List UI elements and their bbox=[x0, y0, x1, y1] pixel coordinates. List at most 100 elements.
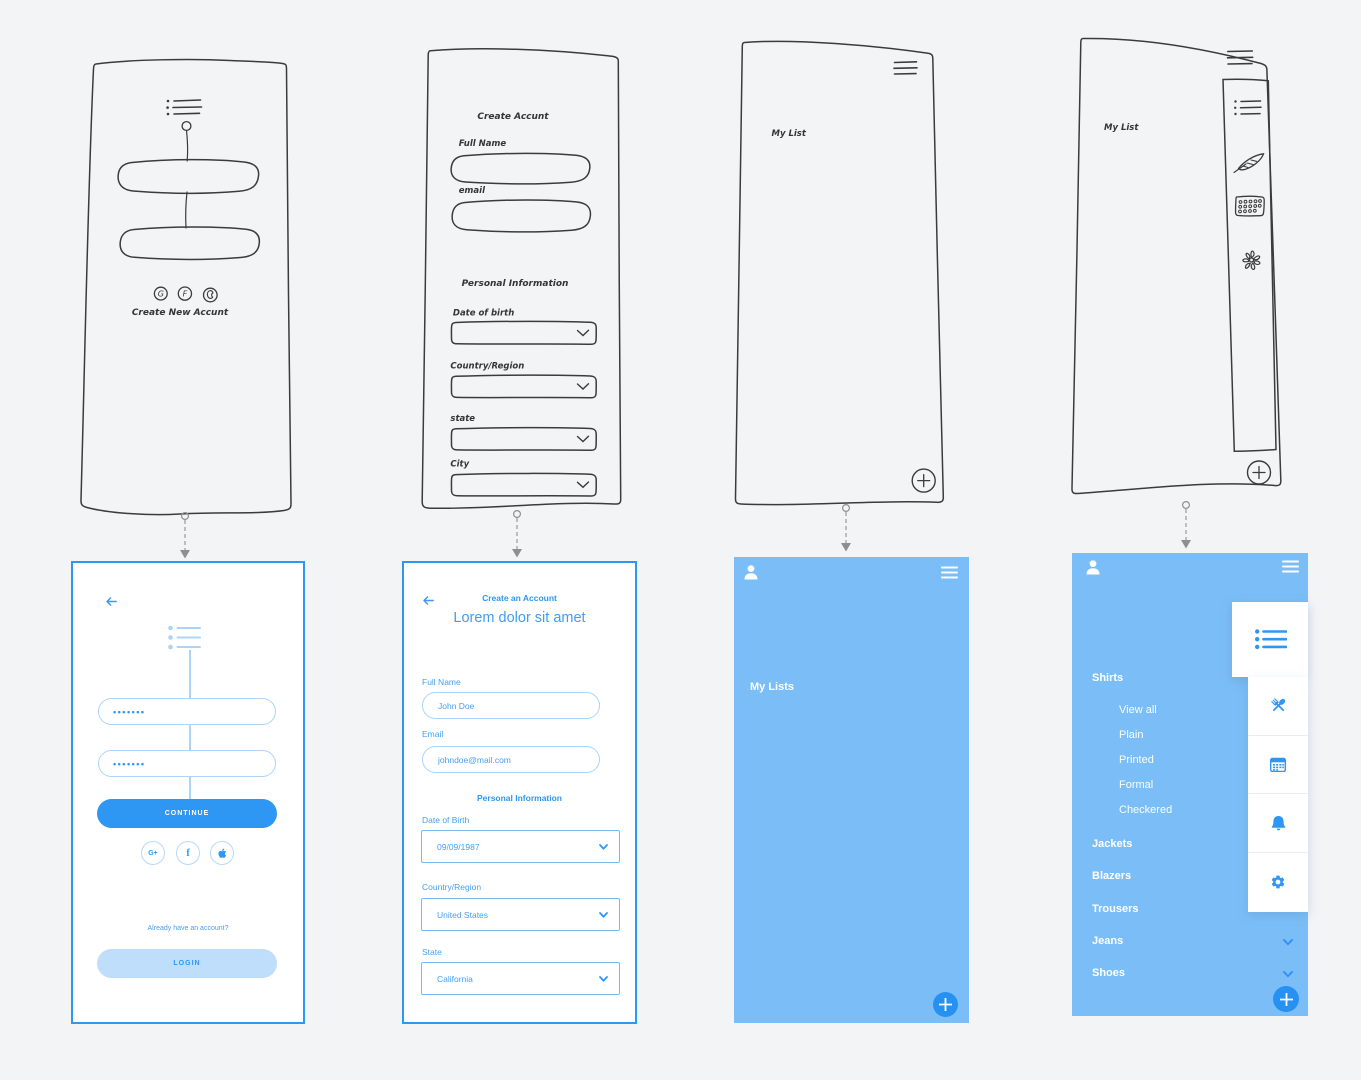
sketch-section-title: Personal Information bbox=[462, 279, 569, 289]
connector-line-2 bbox=[189, 725, 191, 750]
menu-item-plain[interactable]: Plain bbox=[1119, 729, 1144, 741]
sketch-apple-circle bbox=[202, 287, 218, 303]
sketch-facebook-circle bbox=[177, 286, 193, 301]
menu-item-jackets[interactable]: Jackets bbox=[1092, 838, 1133, 850]
list-icon bbox=[1254, 628, 1287, 649]
country-select[interactable]: United States bbox=[421, 898, 620, 931]
sidebar-item-settings[interactable] bbox=[1248, 853, 1308, 912]
sketch-city-label: City bbox=[450, 460, 469, 470]
sketch-dob-select bbox=[450, 320, 597, 345]
sketch-add-circle bbox=[911, 468, 936, 493]
sidebar-item-notifications[interactable] bbox=[1248, 794, 1308, 853]
back-arrow-icon[interactable] bbox=[423, 596, 434, 605]
country-label: Country/Region bbox=[422, 882, 482, 892]
sketch-google-circle bbox=[153, 286, 168, 301]
bell-icon bbox=[1271, 816, 1286, 831]
sketch-city-select bbox=[450, 472, 597, 497]
sketch-input-2 bbox=[119, 226, 261, 261]
user-icon[interactable] bbox=[744, 565, 758, 580]
email-value: johndoe@mail.com bbox=[438, 754, 511, 765]
chevron-down-icon bbox=[599, 912, 608, 918]
user-icon[interactable] bbox=[1086, 560, 1100, 575]
sketch-calendar-icon bbox=[1234, 195, 1265, 217]
sidebar-item-calendar[interactable] bbox=[1248, 736, 1308, 795]
dob-label: Date of Birth bbox=[422, 815, 470, 825]
signup-title: Create an Account bbox=[482, 593, 557, 603]
dob-value: 09/09/1987 bbox=[437, 841, 480, 852]
login-button[interactable]: LOGIN bbox=[97, 949, 277, 978]
menu-item-blazers[interactable]: Blazers bbox=[1092, 870, 1132, 882]
add-list-button[interactable] bbox=[933, 992, 958, 1017]
dob-select[interactable]: 09/09/1987 bbox=[421, 830, 620, 863]
menu-item-shoes[interactable]: Shoes bbox=[1092, 967, 1126, 979]
sketch-add-circle bbox=[1246, 460, 1272, 485]
sketch-mylist: My List bbox=[734, 40, 945, 506]
sketch-hamburger-icon bbox=[1226, 50, 1254, 65]
sketch-signup: Create Accunt Full Name email Personal I… bbox=[421, 48, 622, 510]
menu-item-shirts[interactable]: Shirts bbox=[1092, 672, 1124, 684]
fullname-label: Full Name bbox=[422, 677, 461, 687]
list-logo-icon bbox=[168, 625, 201, 650]
menu-item-formal[interactable]: Formal bbox=[1119, 779, 1154, 791]
apple-button[interactable] bbox=[210, 841, 234, 865]
sketch-login: G F Create New Accunt bbox=[80, 58, 292, 516]
connector-line-1 bbox=[189, 650, 191, 698]
sketch-google-letter: G bbox=[158, 290, 164, 299]
chevron-down-icon[interactable] bbox=[1283, 971, 1293, 978]
sketch-list-icon bbox=[1239, 100, 1262, 115]
plus-icon bbox=[1279, 992, 1293, 1006]
state-select[interactable]: California bbox=[421, 962, 620, 995]
google-plus-button[interactable]: G+ bbox=[141, 841, 165, 865]
password-confirm-value: ••••••• bbox=[113, 758, 146, 769]
sketch-signup-title: Create Accunt bbox=[477, 112, 549, 122]
sketch-hamburger-icon bbox=[893, 61, 918, 75]
menu-item-jeans[interactable]: Jeans bbox=[1092, 935, 1124, 947]
sidebar-item-utensils[interactable] bbox=[1248, 677, 1308, 736]
continue-button[interactable]: CONTINUE bbox=[97, 799, 277, 828]
fullname-field[interactable]: John Doe bbox=[422, 692, 600, 719]
email-label: Email bbox=[422, 729, 444, 739]
mockup-mylists: My Lists bbox=[734, 557, 969, 1023]
facebook-button[interactable]: f bbox=[176, 841, 200, 865]
menu-item-printed[interactable]: Printed bbox=[1119, 754, 1154, 766]
personal-info-title: Personal Information bbox=[476, 793, 562, 803]
gear-icon bbox=[1271, 875, 1285, 889]
mylists-title: My Lists bbox=[750, 681, 795, 693]
connector-line-3 bbox=[189, 777, 191, 799]
hamburger-menu-icon[interactable] bbox=[941, 566, 958, 579]
menu-item-trousers[interactable]: Trousers bbox=[1092, 903, 1139, 915]
signup-subtitle: Lorem dolor sit amet bbox=[453, 610, 586, 626]
state-label: State bbox=[422, 947, 442, 957]
menu-item-view-all[interactable]: View all bbox=[1119, 704, 1157, 716]
sketch-login-caption: Create New Accunt bbox=[132, 308, 229, 318]
already-account-link[interactable]: Already have an account? bbox=[147, 925, 229, 932]
menu-item-checkered[interactable]: Checkered bbox=[1119, 804, 1173, 816]
sketch-state-label: state bbox=[450, 414, 475, 424]
country-value: United States bbox=[437, 909, 489, 920]
hamburger-menu-icon[interactable] bbox=[1282, 560, 1299, 573]
password-value: ••••••• bbox=[113, 706, 146, 717]
add-list-button[interactable] bbox=[1273, 986, 1299, 1012]
back-arrow-icon[interactable] bbox=[106, 597, 117, 606]
apple-icon bbox=[218, 848, 226, 858]
sketch-email-input bbox=[451, 199, 592, 233]
fullname-value: John Doe bbox=[438, 700, 475, 711]
password-confirm-field[interactable]: ••••••• bbox=[98, 750, 276, 777]
facebook-icon: f bbox=[186, 847, 190, 859]
sketch-feather-icon bbox=[1237, 153, 1265, 171]
sketch-mylist-menu-title: My List bbox=[1104, 123, 1139, 133]
sketch-mylist-menu: My List bbox=[1071, 37, 1282, 495]
connector-3 bbox=[841, 503, 851, 552]
mockup-signup: Create an Account Lorem dolor sit amet F… bbox=[402, 561, 637, 1024]
password-field[interactable]: ••••••• bbox=[98, 698, 276, 725]
plus-icon bbox=[939, 998, 952, 1011]
chevron-down-icon[interactable] bbox=[1283, 939, 1293, 946]
google-plus-icon: G+ bbox=[148, 849, 158, 857]
chevron-down-icon bbox=[599, 976, 608, 982]
sketch-sidebar-panel bbox=[1222, 78, 1277, 453]
email-field[interactable]: johndoe@mail.com bbox=[422, 746, 600, 773]
sketch-input-1 bbox=[117, 158, 260, 195]
sketch-country-label: Country/Region bbox=[450, 362, 524, 372]
sidebar-active-item[interactable] bbox=[1231, 601, 1308, 678]
